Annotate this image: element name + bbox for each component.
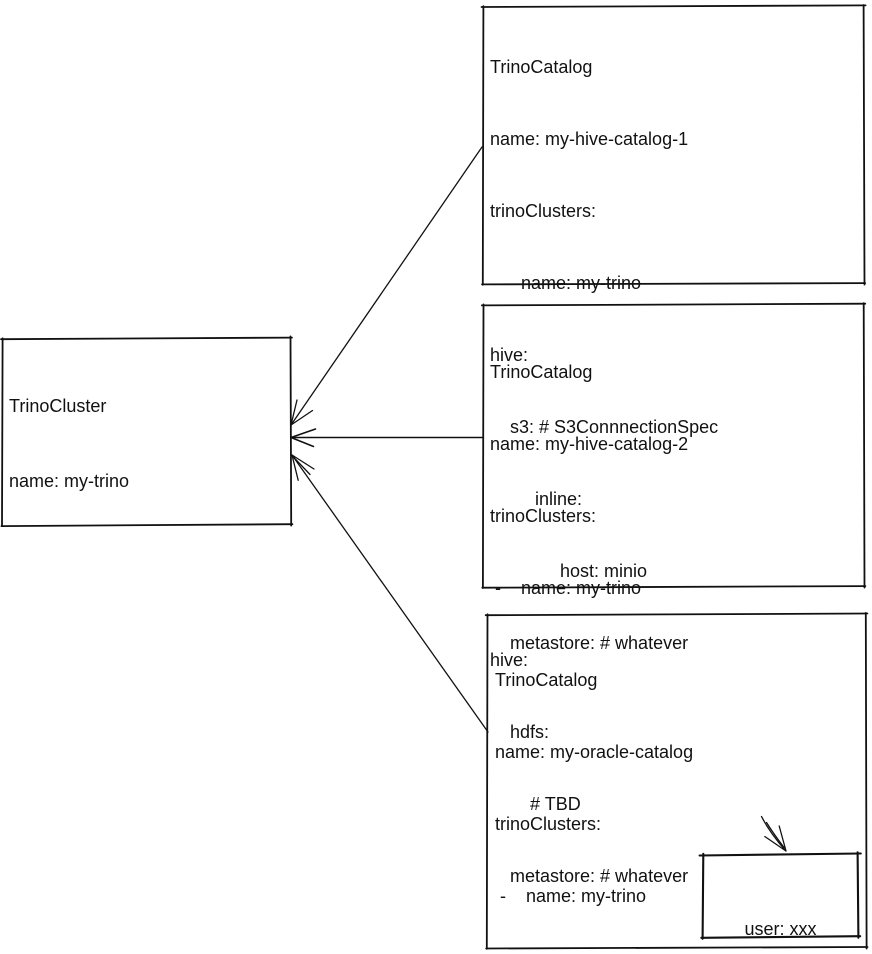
arrowhead-stroke — [290, 428, 317, 439]
secret-user-line: user: xxx — [744, 919, 817, 939]
trinocluster-box-border — [0, 335, 294, 527]
arrow-to-secret-box — [760, 815, 787, 852]
box-edge — [862, 4, 866, 286]
trinocatalog3-box: TrinoCatalog name: my-oracle-catalog tri… — [495, 620, 809, 954]
trinocatalog2-box-border — [480, 302, 867, 589]
yaml-line: name: my-oracle-catalog — [495, 742, 694, 762]
yaml-line: host: minio — [490, 561, 648, 581]
node-title: TrinoCatalog — [490, 57, 593, 77]
box-edge — [485, 946, 869, 950]
arrowhead-stroke — [764, 835, 787, 852]
arrowhead-stroke — [291, 454, 315, 470]
arrowhead-stroke — [291, 454, 299, 481]
box-edge — [485, 613, 489, 950]
box-edge — [856, 851, 860, 939]
yaml-line: - name: my-trino — [490, 273, 642, 293]
yaml-line: name: my-trino — [9, 471, 130, 491]
trinocluster-box: TrinoCluster name: my-trino — [9, 344, 129, 544]
yaml-line: - name: my-trino — [490, 578, 642, 598]
arrowhead-stroke — [292, 456, 311, 476]
connector-catalog2-to-cluster — [290, 428, 484, 448]
box-edge — [482, 303, 485, 589]
box-edge — [481, 282, 867, 286]
secret-box-border — [698, 851, 862, 940]
yaml-line: trinoClusters: — [490, 201, 597, 221]
yaml-line: trinoClusters: — [490, 506, 597, 526]
arrowhead-stroke — [290, 436, 315, 448]
yaml-line: metastore: # whatever — [490, 866, 689, 886]
connector-line — [765, 821, 785, 849]
connector-catalog3-to-cluster — [291, 454, 489, 733]
yaml-line: # TBD — [490, 794, 581, 814]
yaml-line: hdfs: — [490, 722, 550, 742]
box-edge — [0, 523, 294, 527]
trinocatalog1-box-border — [480, 4, 867, 286]
trinocatalog1-box: TrinoCatalog name: my-hive-catalog-1 tri… — [490, 7, 718, 703]
node-title: TrinoCatalog — [490, 362, 593, 382]
yaml-line: hive: — [490, 650, 529, 670]
arrowhead-stroke — [290, 409, 314, 426]
box-edge — [698, 852, 862, 857]
trinocatalog2-box: TrinoCatalog name: my-hive-catalog-2 tri… — [490, 312, 688, 936]
arrowhead-stroke — [290, 399, 298, 426]
box-edge — [1, 337, 4, 527]
yaml-line: trinoClusters: — [495, 814, 602, 834]
connector-line — [291, 454, 489, 733]
connector-catalog1-to-cluster — [290, 146, 483, 426]
node-title: TrinoCluster — [9, 396, 107, 416]
yaml-line: - name: my-trino — [495, 886, 647, 906]
box-edge — [481, 5, 485, 286]
box-edge — [480, 302, 867, 307]
box-edge — [481, 585, 867, 589]
connector-line — [760, 815, 787, 852]
box-edge — [289, 335, 293, 527]
connector-line — [290, 146, 483, 426]
secret-box: user: xxx password: xxx — [703, 869, 858, 954]
box-edge — [0, 336, 293, 341]
yaml-line: hive: — [490, 345, 529, 365]
yaml-line: s3: # S3ConnnectionSpec — [490, 417, 719, 437]
box-edge — [480, 4, 867, 8]
box-edge — [862, 302, 866, 589]
yaml-line: name: my-hive-catalog-2 — [490, 434, 689, 454]
box-edge — [484, 612, 869, 617]
yaml-line: name: my-hive-catalog-1 — [490, 129, 689, 149]
arrowhead-stroke — [778, 825, 787, 852]
box-edge — [864, 612, 868, 950]
trinocatalog3-box-border — [484, 612, 869, 950]
node-title: TrinoCatalog — [495, 670, 598, 690]
box-edge — [701, 852, 705, 940]
yaml-line: inline: — [490, 489, 583, 509]
box-edge — [700, 935, 862, 939]
yaml-line: metastore: # whatever — [490, 633, 689, 653]
